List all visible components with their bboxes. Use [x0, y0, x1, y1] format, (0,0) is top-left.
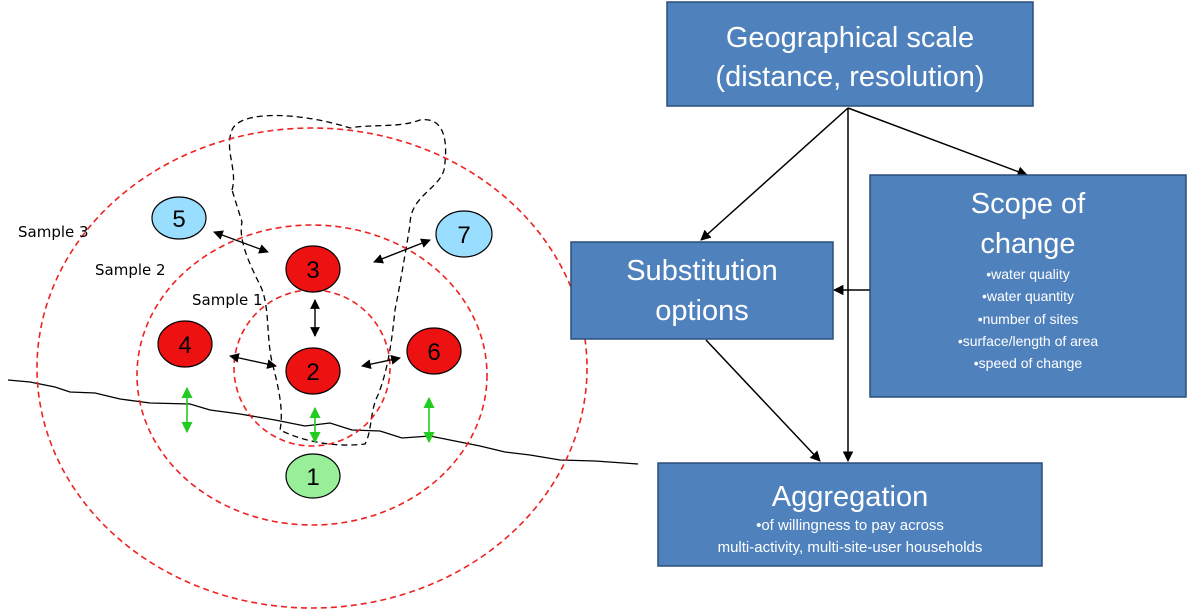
- arrow-substitution-to-aggregation: [705, 339, 821, 462]
- geographical-scale-title: Geographical scale: [726, 22, 974, 54]
- node-4: 4: [157, 320, 213, 368]
- scope-bullet-water-quality: •water quality: [986, 266, 1070, 282]
- scope-bullet-water-quantity: •water quantity: [982, 288, 1074, 304]
- scope-bullet-surface-length: •surface/length of area: [958, 333, 1099, 349]
- flowchart: Geographical scale (distance, resolution…: [570, 1, 1187, 567]
- arrow-4-2: [229, 353, 277, 369]
- aggregation-title: Aggregation: [772, 481, 928, 513]
- arrow-geo-to-substitution: [700, 107, 849, 241]
- svg-text:5: 5: [172, 206, 185, 233]
- geographical-scale-box: Geographical scale (distance, resolution…: [666, 1, 1034, 107]
- aggregation-line-1: •of willingness to pay across: [756, 517, 944, 534]
- arrow-5-3: [213, 230, 269, 254]
- sample-2-ring: [136, 224, 488, 526]
- substitution-options-title-2: options: [655, 295, 749, 327]
- aggregation-box: Aggregation •of willingness to pay acros…: [657, 462, 1043, 567]
- scope-of-change-title-1: Scope of: [971, 188, 1086, 220]
- node-1: 1: [285, 453, 341, 499]
- sample-3-ring: [36, 127, 588, 609]
- arrow-2-6: [361, 355, 401, 369]
- substitution-options-box: Substitution options: [570, 241, 834, 340]
- scope-of-change-title-2: change: [980, 228, 1075, 260]
- node-5: 5: [151, 196, 207, 240]
- svg-text:6: 6: [427, 339, 440, 366]
- scope-bullet-speed-of-change: •speed of change: [974, 355, 1083, 371]
- basin-outline: [228, 114, 447, 446]
- svg-text:1: 1: [306, 464, 319, 491]
- svg-text:2: 2: [306, 359, 319, 386]
- scope-bullet-number-of-sites: •number of sites: [978, 311, 1079, 327]
- aggregation-line-2: multi-activity, multi-site-user househol…: [718, 539, 983, 556]
- sample-2-label: Sample 2: [95, 261, 166, 279]
- geographical-scale-subtitle: (distance, resolution): [715, 61, 984, 93]
- svg-text:3: 3: [306, 257, 319, 284]
- sample-1-label: Sample 1: [192, 291, 263, 309]
- sampling-diagram: Sample 3 Sample 2 Sample 1 5 7 3 4: [7, 114, 639, 609]
- arrow-geo-to-scope: [847, 107, 1028, 177]
- scope-of-change-box: Scope of change •water quality •water qu…: [869, 174, 1187, 398]
- arrow-3-7: [373, 238, 431, 264]
- svg-text:4: 4: [178, 332, 191, 359]
- substitution-options-title-1: Substitution: [626, 255, 778, 287]
- node-2: 2: [285, 347, 341, 395]
- sample-3-label: Sample 3: [18, 223, 89, 241]
- svg-text:7: 7: [457, 222, 470, 249]
- node-7: 7: [435, 210, 493, 258]
- node-3: 3: [285, 245, 341, 293]
- node-6: 6: [406, 327, 462, 375]
